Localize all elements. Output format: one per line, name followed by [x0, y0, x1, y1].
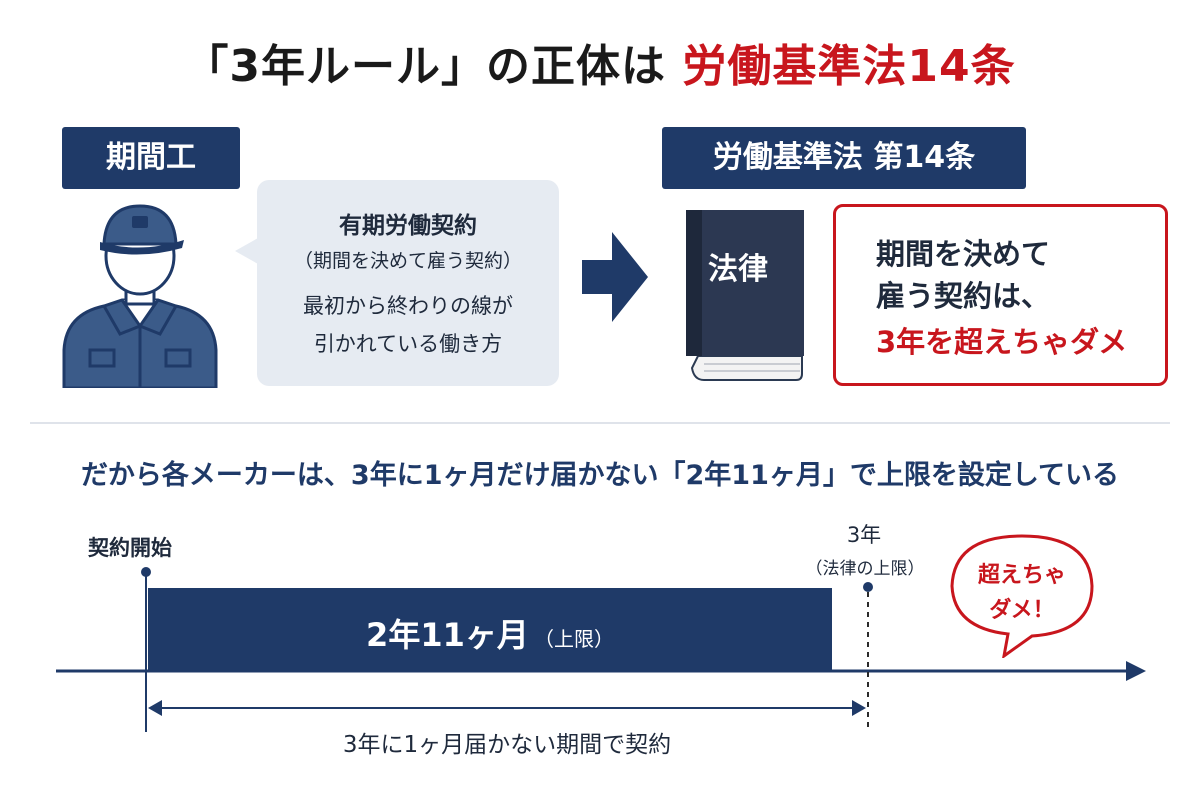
bubble-line: 引かれている働き方: [313, 332, 503, 356]
section-subtitle: だから各メーカーは、3年に1ヶ月だけ届かない「2年11ヶ月」で上限を設定している: [80, 460, 1120, 491]
warning-line: 超えちゃ: [977, 563, 1066, 588]
rule-emphasis: 3年を超えちゃダメ: [876, 325, 1128, 359]
contract-period-bar: 2年11ヶ月 （上限）: [148, 588, 832, 670]
page-title: 「3年ルール」の正体は 労働基準法14条: [0, 30, 1200, 94]
bar-text: 2年11ヶ月 （上限）: [148, 610, 832, 656]
right-arrow-icon: [582, 232, 648, 322]
bubble-heading: 有期労働契約: [339, 213, 477, 239]
section-divider: [30, 422, 1170, 424]
legal-limit-note: （法律の上限）: [805, 559, 925, 579]
rule-line: 期間を決めて: [876, 237, 1051, 271]
title-part1: 「3年ルール」の正体は: [184, 41, 667, 92]
law-book-icon: [686, 210, 804, 381]
speech-burst-icon: [950, 534, 1094, 658]
book-label: 法律: [708, 252, 768, 287]
bubble-line: 最初から終わりの線が: [303, 294, 513, 318]
contract-bubble: 有期労働契約 （期間を決めて雇う契約） 最初から終わりの線が 引かれている働き方: [235, 180, 559, 386]
rule-line: 雇う契約は、: [876, 279, 1051, 313]
law-tag: 労働基準法 第14条: [662, 127, 1026, 189]
span-label: 3年に1ヶ月届かない期間で契約: [342, 732, 672, 758]
three-year-label: 3年: [846, 523, 882, 547]
title-part2: 労働基準法14条: [682, 41, 1016, 92]
warning-line: ダメ！: [989, 598, 1055, 623]
worker-icon: [62, 204, 218, 388]
bubble-note: （期間を決めて雇う契約）: [293, 250, 522, 272]
rule-box: 期間を決めて 雇う契約は、 3年を超えちゃダメ: [833, 204, 1168, 386]
contract-start-label: 契約開始: [88, 536, 172, 560]
worker-tag: 期間工: [62, 127, 240, 189]
bar-label: 2年11ヶ月: [366, 616, 529, 654]
bar-note: （上限）: [533, 627, 614, 651]
